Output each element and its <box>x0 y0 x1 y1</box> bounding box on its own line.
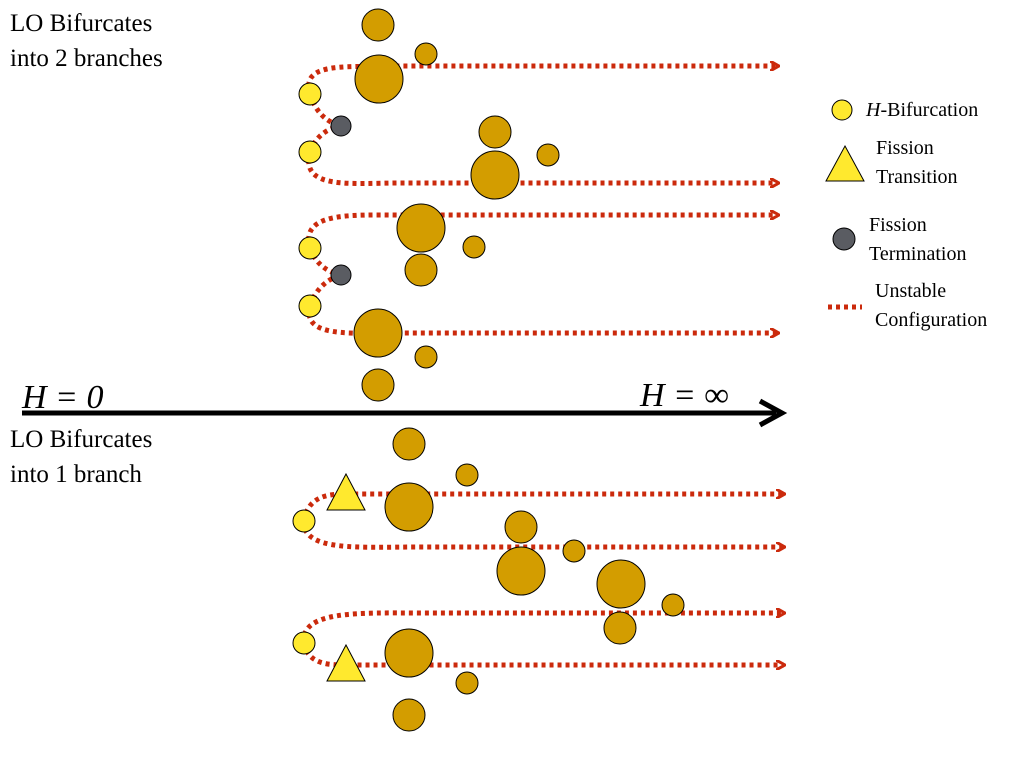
h-bifurcation-marker <box>298 140 322 164</box>
legend-fission-transition-icon <box>825 144 865 182</box>
bubble <box>404 253 438 287</box>
label-two-branches-line1: LO Bifurcates <box>10 10 153 37</box>
bubble <box>496 546 546 596</box>
bubble <box>396 203 446 253</box>
bubble <box>414 345 438 369</box>
bubble <box>414 42 438 66</box>
fission-transition-marker <box>326 643 366 682</box>
unstable-branch <box>301 642 784 665</box>
configurations <box>353 8 685 732</box>
bubble <box>536 143 560 167</box>
fission-transition-marker <box>326 472 366 511</box>
label-two-branches: LO Bifurcates into 2 branches <box>10 6 163 76</box>
h-bifurcation-marker <box>298 294 322 318</box>
h-infinity-label: H = ∞ <box>640 377 729 414</box>
fission-terminations <box>330 115 352 286</box>
bubble <box>562 539 586 563</box>
label-two-branches-line2: into 2 branches <box>10 45 163 72</box>
bubble <box>603 611 637 645</box>
fission-transitions <box>326 472 366 682</box>
unstable-branch <box>301 494 784 522</box>
legend-fission-termination-icon <box>832 227 856 251</box>
legend-fission-transition-line2: Transition <box>876 166 958 188</box>
bubble <box>354 54 404 104</box>
h-bifurcations <box>292 82 322 655</box>
legend-unstable-line1: Unstable <box>875 280 947 302</box>
legend-h-bifurcation-prefix: H <box>866 99 881 121</box>
bubble <box>361 8 395 42</box>
legend-h-bifurcation-label: H-Bifurcation <box>866 96 978 125</box>
legend-h-bifurcation-suffix: -Bifurcation <box>880 99 979 121</box>
fission-termination-marker <box>330 264 352 286</box>
unstable-branch <box>306 215 778 249</box>
bubble <box>478 115 512 149</box>
h-zero-label: H = 0 <box>22 379 104 416</box>
unstable-branch <box>301 520 784 547</box>
h-bifurcation-marker <box>292 631 316 655</box>
legend-h-bifurcation-icon <box>831 99 853 121</box>
bubble <box>462 235 486 259</box>
h-bifurcation-marker <box>292 509 316 533</box>
legend-fission-termination-line1: Fission <box>869 214 927 236</box>
bubble <box>361 368 395 402</box>
h-axis <box>22 398 788 428</box>
legend-unstable-line2: Configuration <box>875 309 988 331</box>
label-one-branch-line1: LO Bifurcates <box>10 426 153 453</box>
bubble <box>384 628 434 678</box>
bubble <box>392 698 426 732</box>
legend-symbols <box>825 99 865 310</box>
unstable-branch <box>306 151 778 184</box>
bubble <box>470 150 520 200</box>
label-one-branch: LO Bifurcates into 1 branch <box>10 422 152 492</box>
bubble <box>504 510 538 544</box>
label-one-branch-line2: into 1 branch <box>10 461 142 488</box>
fission-termination-marker <box>330 115 352 137</box>
bubble <box>392 427 426 461</box>
legend-fission-termination-label: Fission Termination <box>869 211 966 269</box>
legend-fission-termination-line2: Termination <box>869 243 967 265</box>
bubble <box>661 593 685 617</box>
bubble <box>353 308 403 358</box>
bubble <box>455 463 479 487</box>
bubble <box>455 671 479 695</box>
h-bifurcation-marker <box>298 236 322 260</box>
legend-fission-transition-line1: Fission <box>876 137 934 159</box>
bubble <box>596 559 646 609</box>
h-bifurcation-marker <box>298 82 322 106</box>
unstable-branch <box>301 613 784 644</box>
legend-fission-transition-label: Fission Transition <box>876 134 958 192</box>
legend-unstable-label: Unstable Configuration <box>875 277 987 335</box>
bubble <box>384 482 434 532</box>
